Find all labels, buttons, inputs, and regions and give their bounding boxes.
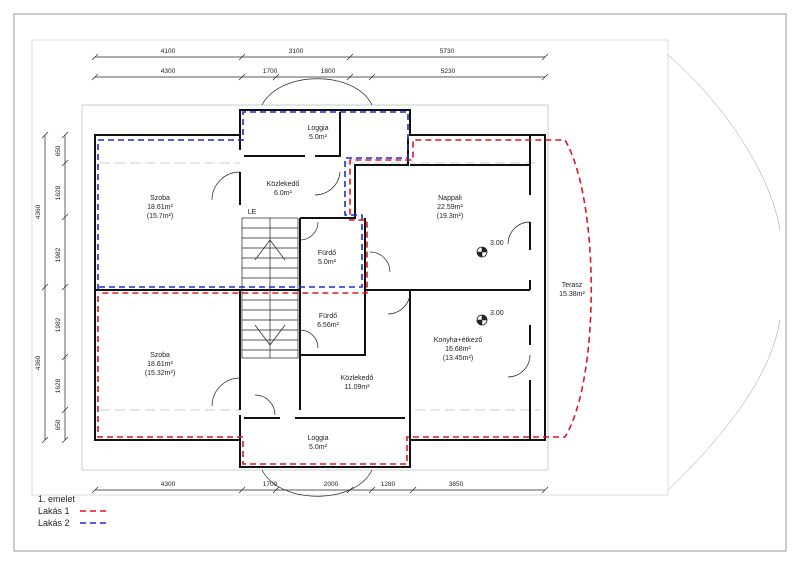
dimension-label: 1700 xyxy=(263,481,278,488)
lakas2-boundary xyxy=(97,111,409,290)
room-area: 5.0m² xyxy=(309,134,328,141)
dimension-label: 4300 xyxy=(161,481,176,488)
dimension-label: 3100 xyxy=(289,48,304,55)
exterior-walls xyxy=(94,109,546,468)
room-area: 6.56m² xyxy=(317,322,339,329)
dimension-label: 1800 xyxy=(321,68,336,75)
room-name: Fürdő xyxy=(319,313,337,320)
door-swing xyxy=(299,221,319,241)
room-area: 18.61m² xyxy=(147,361,173,368)
dimension-label: 1280 xyxy=(381,481,396,488)
room-name: Szoba xyxy=(150,352,170,359)
dimension-label: 1982 xyxy=(55,247,62,262)
room-net-area: (13.45m²) xyxy=(443,355,473,362)
room-area: 11.09m² xyxy=(344,384,370,391)
dimension-label: 4100 xyxy=(161,48,176,55)
door-swing xyxy=(369,251,391,273)
room-net-area: (15.7m²) xyxy=(147,213,173,220)
door-swing xyxy=(299,329,319,349)
room-name: Fürdő xyxy=(318,250,336,257)
room-name: Loggia xyxy=(307,435,328,442)
door-swing xyxy=(211,377,241,407)
dimension-label: 4360 xyxy=(35,204,42,219)
room-area: 15.38m² xyxy=(559,291,585,298)
dimension-label: 5730 xyxy=(440,48,455,55)
terrace-curve-lower xyxy=(667,319,781,491)
room-area: 18.61m² xyxy=(147,204,173,211)
room-area: 16.68m² xyxy=(445,346,471,353)
room-area: 6.0m² xyxy=(274,190,293,197)
dimension-label: 650 xyxy=(55,145,62,156)
interior-walls xyxy=(95,135,531,440)
room-name: Közlekedő xyxy=(267,181,300,188)
dimension-label: 3850 xyxy=(449,481,464,488)
legend-lakas2: Lakás 2 xyxy=(38,518,70,528)
staircase xyxy=(241,217,299,359)
lakas1-boundary xyxy=(97,139,593,465)
level-marker-nappali xyxy=(476,246,488,258)
loggia-arc-top xyxy=(261,78,373,106)
dimension-label: 5230 xyxy=(441,68,456,75)
legend-lakas1: Lakás 1 xyxy=(38,506,70,516)
room-name: Szoba xyxy=(150,195,170,202)
room-net-area: (19.3m²) xyxy=(437,213,463,220)
dimension-label: 4360 xyxy=(35,355,42,370)
stair-label: LE xyxy=(248,209,257,216)
level-marker-konyha xyxy=(476,314,488,326)
level-value: 3.00 xyxy=(490,310,504,317)
sheet-border xyxy=(13,13,787,552)
loggia-top-inner xyxy=(244,112,341,157)
drawing-frame xyxy=(31,39,669,496)
door-swing xyxy=(314,171,341,196)
dimension-label: 2000 xyxy=(324,481,339,488)
loggia-arc-bottom xyxy=(261,469,373,497)
legend: 1. emelet Lakás 1 Lakás 2 xyxy=(38,494,108,528)
dimension-label: 1628 xyxy=(55,378,62,393)
door-swing xyxy=(211,171,241,201)
door-swing xyxy=(387,291,411,315)
level-value: 3.00 xyxy=(490,240,504,247)
room-name: Konyha+étkező xyxy=(434,337,483,344)
door-swing xyxy=(507,354,531,378)
dimension-label: 1700 xyxy=(263,68,278,75)
legend-title: 1. emelet xyxy=(38,494,76,504)
room-net-area: (15.32m²) xyxy=(145,370,175,377)
dimension-label: 4300 xyxy=(161,68,176,75)
terrace-curve-upper xyxy=(667,54,781,231)
dimension-lines xyxy=(41,53,549,494)
door-swing xyxy=(507,221,531,245)
door-swing xyxy=(254,394,276,416)
room-area: 5.0m² xyxy=(318,259,337,266)
dimension-label: 1628 xyxy=(55,185,62,200)
room-name: Loggia xyxy=(307,125,328,132)
roof-outline xyxy=(81,104,549,471)
room-area: 5.0m² xyxy=(309,444,328,451)
dimension-label: 650 xyxy=(55,419,62,430)
room-area: 22.59m² xyxy=(437,204,463,211)
room-name: Nappali xyxy=(438,195,462,202)
dimension-label: 1982 xyxy=(55,317,62,332)
room-name: Közlekedő xyxy=(341,375,374,382)
room-name: Terasz xyxy=(562,282,583,289)
